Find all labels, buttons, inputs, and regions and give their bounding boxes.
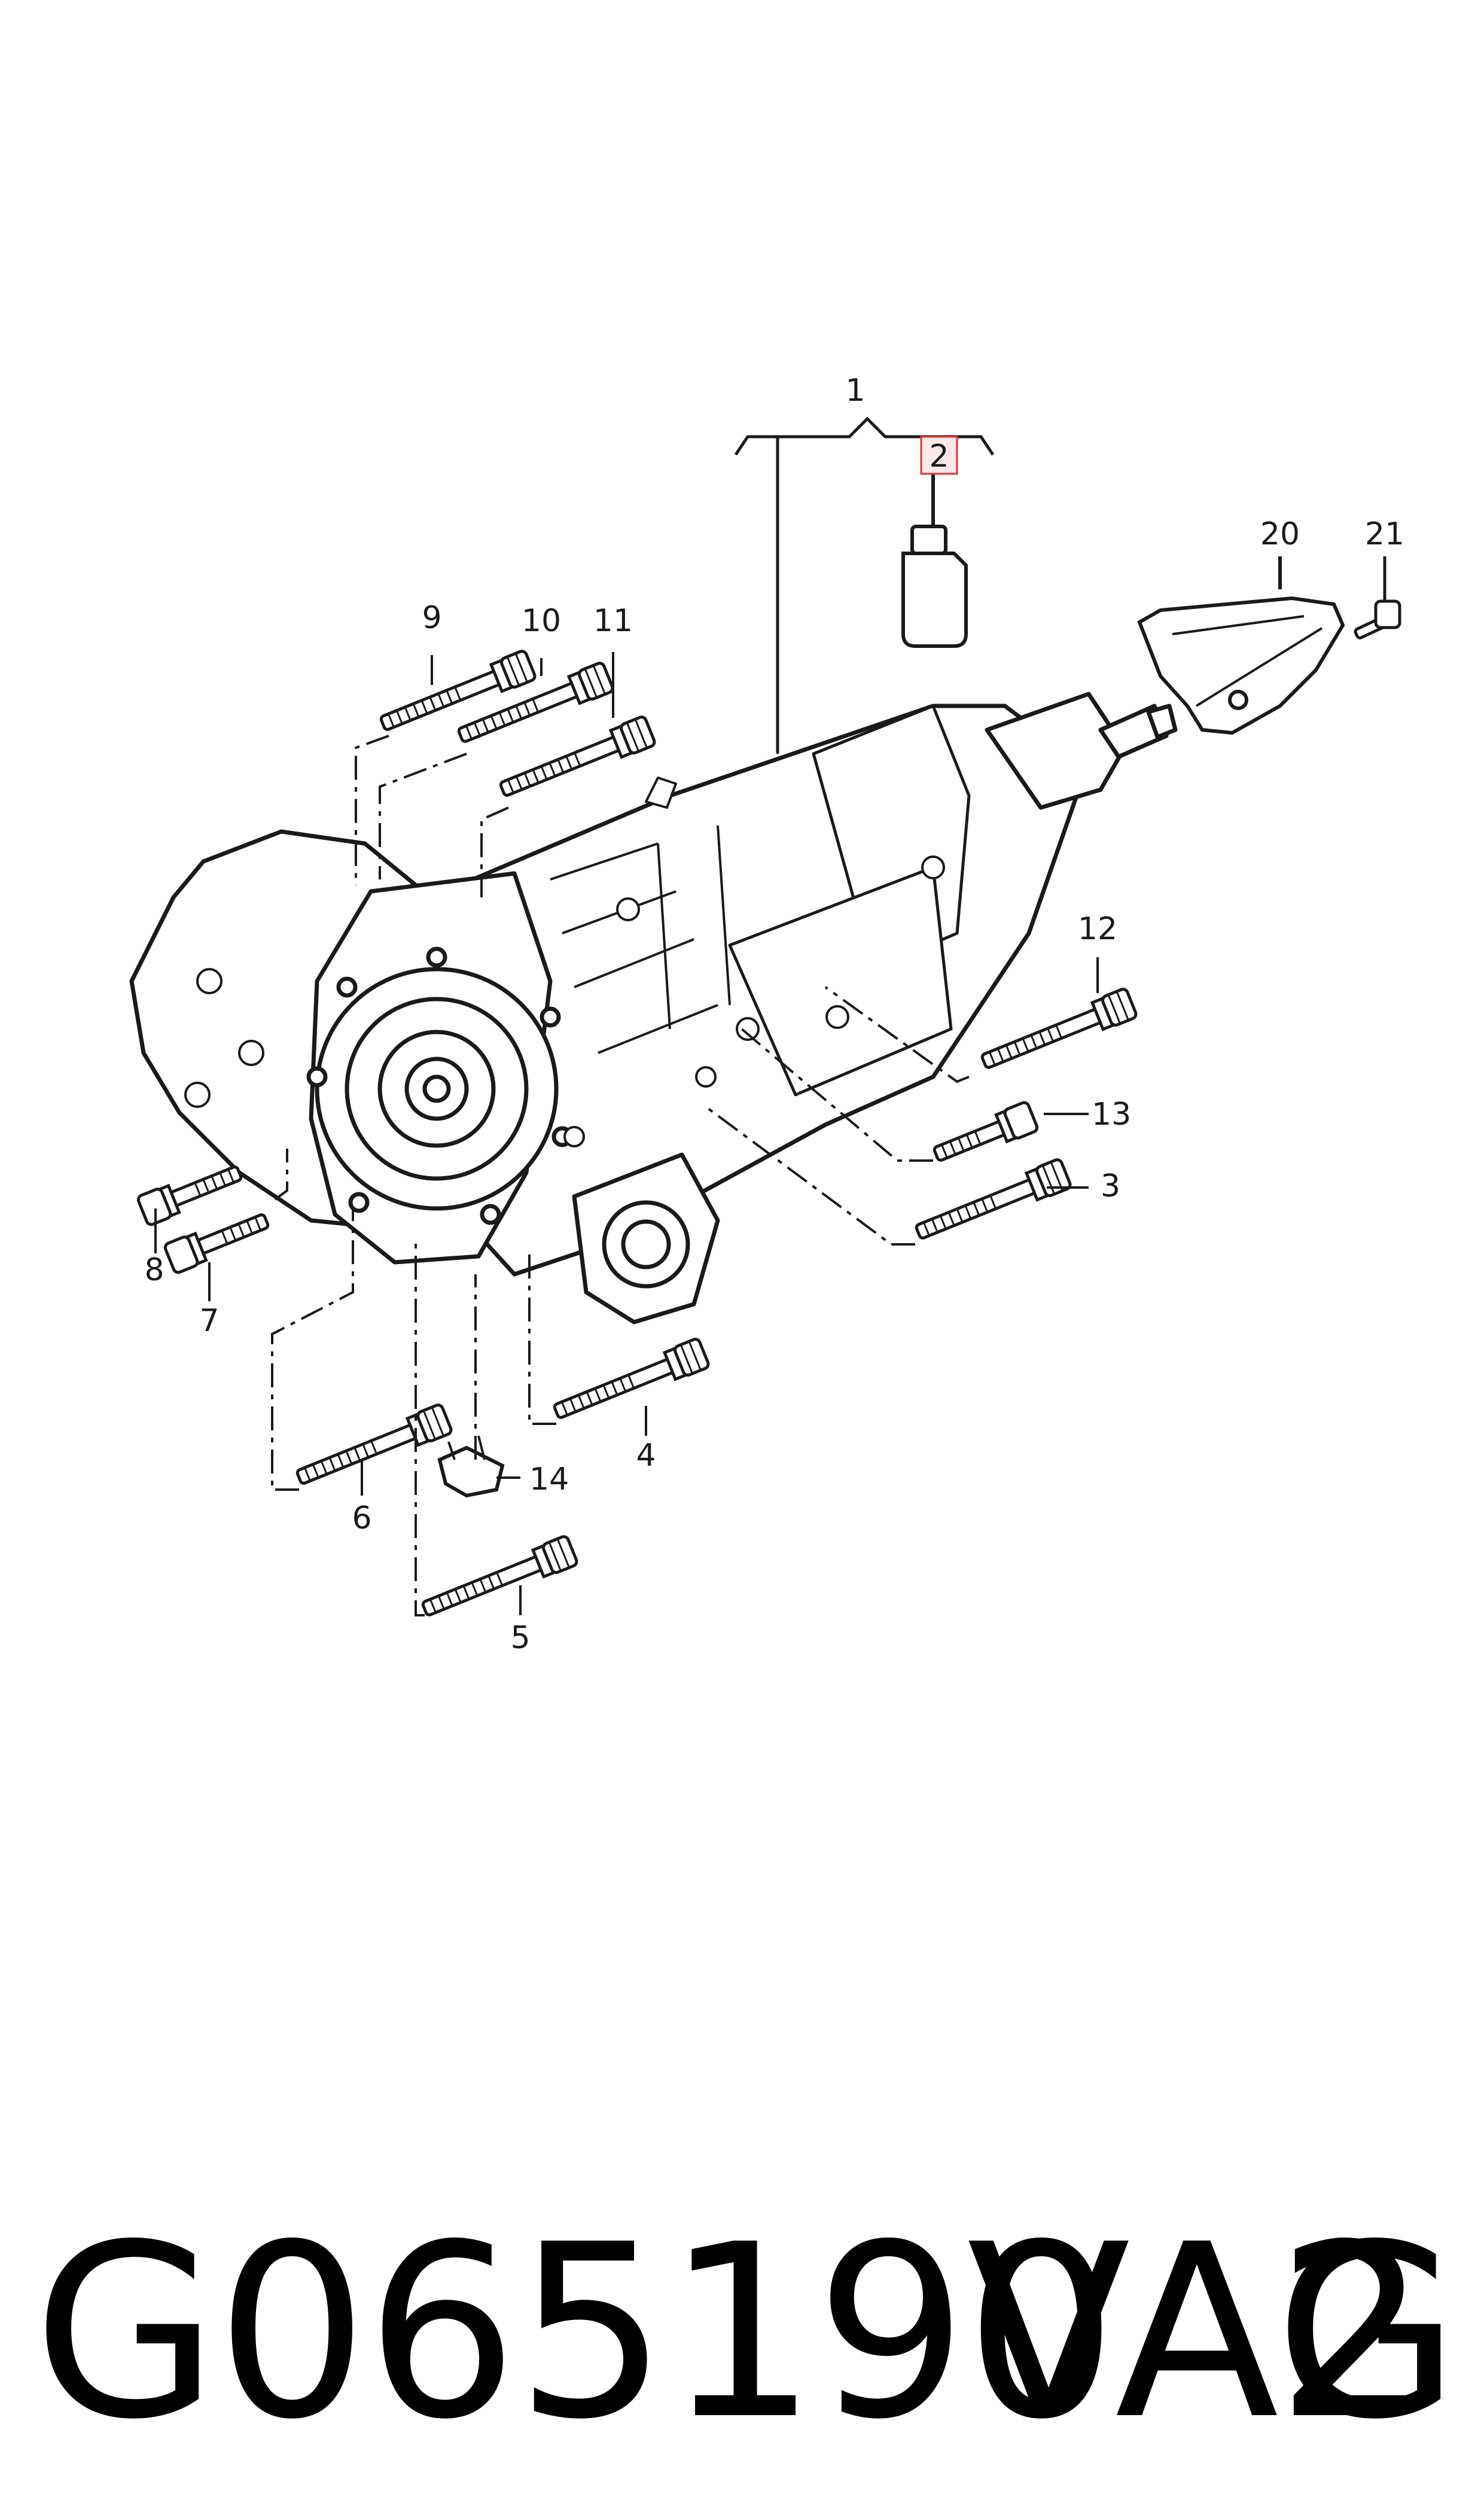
transmission-assembly — [129, 692, 1178, 1325]
bolt-part-5 — [419, 1535, 578, 1624]
brand-label: VAG — [967, 2194, 1460, 2472]
callout-10: 10 — [522, 603, 561, 639]
callout-1: 1 — [845, 373, 865, 409]
bolt-part-3 — [912, 1158, 1071, 1247]
callout-2: 2 — [929, 439, 949, 474]
callout-12: 12 — [1078, 911, 1117, 947]
bolt-part-7 — [164, 1206, 272, 1274]
bolt-part-21 — [1354, 556, 1401, 640]
callout-6: 6 — [352, 1500, 371, 1536]
callout-3: 3 — [1101, 1168, 1120, 1204]
callout-labels: 1 2 3 4 5 6 7 8 9 10 11 12 13 14 20 21 — [144, 373, 1404, 1656]
callout-8: 8 — [144, 1252, 164, 1288]
callout-13: 13 — [1092, 1097, 1131, 1132]
callout-9: 9 — [422, 600, 441, 636]
callout-14: 14 — [529, 1462, 569, 1497]
bolt-part-6 — [293, 1403, 452, 1492]
heat-shield-part-20 — [1137, 556, 1345, 735]
bolt-part-4 — [550, 1338, 709, 1426]
callout-7: 7 — [199, 1303, 219, 1339]
bolt-part-13 — [930, 1101, 1038, 1169]
callout-4: 4 — [636, 1438, 656, 1473]
callout-21: 21 — [1365, 516, 1404, 552]
bolt-part-11 — [496, 715, 656, 804]
oil-bottle-part-2 — [901, 473, 968, 648]
callout-2-highlight — [920, 436, 958, 475]
part-code: G065190A2 — [33, 2194, 1428, 2472]
callout-11: 11 — [593, 603, 633, 639]
callout-1-bracket — [734, 416, 995, 754]
bolt-part-9 — [377, 650, 536, 738]
bolt-part-8 — [137, 1158, 245, 1226]
bracket-part-14 — [437, 1435, 505, 1498]
leader-lines — [154, 652, 1099, 1615]
bolt-part-12 — [978, 988, 1137, 1076]
alignment-lines — [271, 735, 970, 1616]
callout-20: 20 — [1260, 516, 1300, 552]
callout-5: 5 — [510, 1620, 530, 1656]
